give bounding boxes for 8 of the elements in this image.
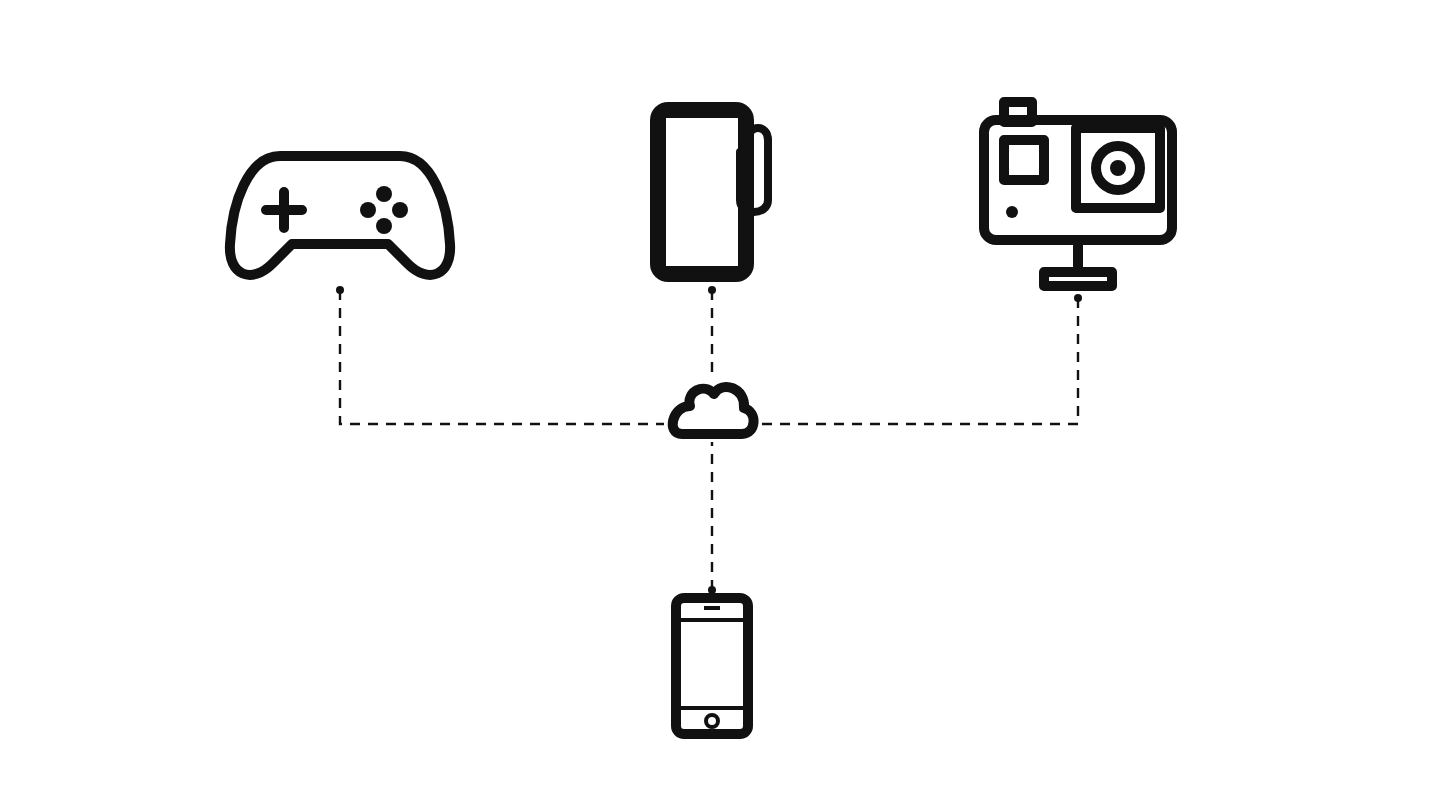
dashed-connector	[760, 294, 1082, 426]
smartphone-icon	[670, 592, 754, 740]
dashed-connector	[708, 442, 716, 594]
tablet-icon	[644, 96, 776, 288]
camera-icon	[976, 96, 1180, 296]
dashed-connector	[336, 286, 664, 426]
dashed-connector	[708, 286, 716, 374]
cloud-icon	[662, 376, 762, 440]
